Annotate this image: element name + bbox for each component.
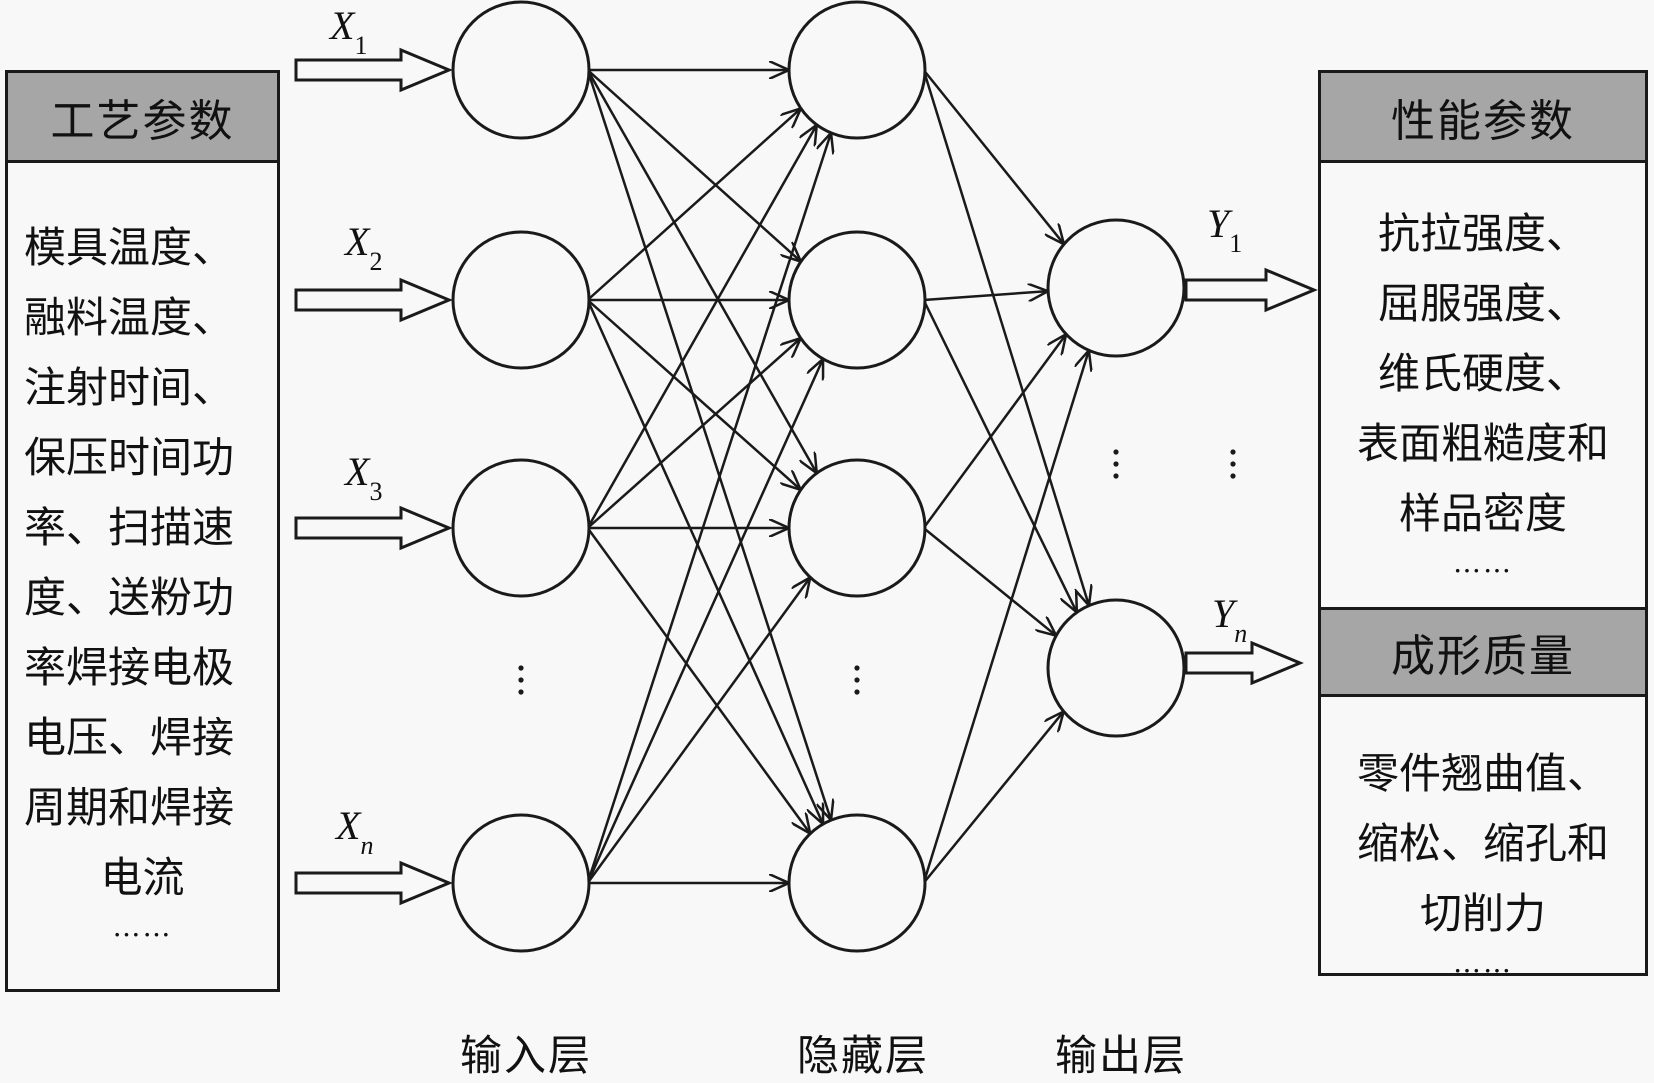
process-parameters-title: 工艺参数 — [50, 95, 235, 147]
dot — [1230, 461, 1236, 467]
edge-input2-hidden4 — [586, 299, 823, 824]
input-node-2 — [451, 230, 591, 370]
input-label-x3: X3 — [345, 449, 383, 506]
edge-hidden3-output1 — [922, 334, 1066, 529]
param-line: 融料温度、 — [24, 293, 235, 342]
edge-input1-hidden4 — [586, 69, 831, 820]
output-layer-ellipsis — [1113, 449, 1119, 479]
dot — [854, 689, 860, 695]
performance-parameters-title: 性能参数 — [1391, 95, 1575, 147]
performance-line: 抗拉强度、 — [1377, 209, 1588, 258]
param-line: 模具温度、 — [24, 223, 235, 272]
edge-input1-hidden3 — [586, 69, 817, 473]
edge-input3-hidden2 — [586, 338, 801, 529]
output-label-yn: Yn — [1212, 591, 1248, 648]
param-line: 电压、焊接 — [24, 713, 235, 762]
edge-hidden1-output2 — [922, 69, 1089, 606]
output-parameters-box: 性能参数 抗拉强度、 屈服强度、 维氏硬度、 表面粗糙度和 样品密度 …… 成形… — [1318, 70, 1648, 977]
hidden-layer-label: 隐藏层 — [797, 1031, 930, 1080]
quality-ellipsis: …… — [1453, 946, 1513, 979]
param-line: 率、扫描速 — [24, 503, 235, 552]
edge-input4-hidden3 — [586, 577, 811, 884]
dot — [1113, 449, 1119, 455]
dot — [854, 665, 860, 671]
hidden-node-4 — [787, 813, 927, 953]
output-layer-label: 输出层 — [1055, 1031, 1188, 1080]
block-arrows-group — [294, 47, 1318, 906]
input-node-4 — [451, 813, 591, 953]
performance-parameters-header: 性能参数 — [1321, 73, 1645, 163]
input-arrow-1-icon — [294, 47, 453, 93]
input-arrow-4-icon — [294, 860, 453, 906]
hidden-layer-ellipsis — [854, 665, 860, 695]
quality-line: 零件翘曲值、 — [1356, 749, 1609, 798]
input-node-3 — [451, 458, 591, 598]
param-line: 周期和焊接 — [24, 783, 235, 832]
edge-input4-hidden2 — [586, 359, 823, 884]
performance-line: 屈服强度、 — [1377, 279, 1588, 328]
edge-input2-hidden1 — [586, 108, 801, 301]
edge-hidden1-output1 — [922, 69, 1064, 244]
process-parameters-list: 模具温度、 融料温度、 注射时间、 保压时间功 率、扫描速 度、送粉功 率焊接电… — [8, 163, 277, 941]
dot — [518, 665, 524, 671]
edge-hidden2-output2 — [922, 299, 1077, 612]
input-arrow-2-icon — [294, 277, 453, 323]
output-label-y1: Y1 — [1207, 201, 1243, 258]
hidden-node-1 — [787, 0, 927, 140]
connections-group — [586, 69, 1089, 884]
ellipsis-dots-group — [518, 449, 1236, 695]
output-arrow-1-icon — [1184, 267, 1318, 313]
dot — [518, 689, 524, 695]
edge-hidden4-output1 — [922, 350, 1089, 884]
dot — [854, 677, 860, 683]
process-parameters-header: 工艺参数 — [8, 73, 277, 163]
dot — [518, 677, 524, 683]
output-node-1 — [1046, 218, 1186, 358]
edge-input3-hidden1 — [586, 125, 817, 529]
output-arrow-n-icon — [1184, 640, 1304, 686]
output-arrow-ellipsis — [1230, 449, 1236, 479]
forming-quality-title: 成形质量 — [1391, 631, 1575, 682]
performance-line: 样品密度 — [1398, 489, 1567, 538]
dot — [1230, 473, 1236, 479]
edge-input1-hidden2 — [586, 69, 801, 262]
input-label-xn: Xn — [336, 803, 374, 860]
param-line: 度、送粉功 — [24, 573, 235, 622]
param-line: 注射时间、 — [24, 363, 235, 412]
performance-line: 表面粗糙度和 — [1356, 419, 1609, 468]
dot — [1113, 461, 1119, 467]
input-layer-label: 输入层 — [460, 1031, 593, 1080]
dot — [1230, 449, 1236, 455]
edge-input3-hidden4 — [586, 527, 811, 834]
edge-hidden3-output2 — [922, 527, 1057, 636]
input-label-x2: X2 — [345, 219, 383, 276]
edge-input2-hidden3 — [586, 299, 801, 490]
param-line: 率焊接电极 — [24, 643, 235, 692]
input-node-1 — [451, 0, 591, 140]
input-arrow-3-icon — [294, 505, 453, 551]
quality-line: 切削力 — [1419, 889, 1546, 938]
process-parameters-box: 工艺参数 模具温度、 融料温度、 注射时间、 保压时间功 率、扫描速 度、送粉功… — [5, 70, 280, 992]
nodes-group — [451, 0, 1186, 953]
performance-ellipsis: …… — [1453, 546, 1513, 579]
input-label-x1: X1 — [330, 3, 368, 60]
edge-input4-hidden1 — [586, 133, 831, 884]
quality-line: 缩松、缩孔和 — [1356, 819, 1609, 868]
hidden-node-3 — [787, 458, 927, 598]
param-line: 电流 — [100, 853, 185, 902]
edge-hidden2-output1 — [923, 291, 1048, 300]
dot — [1113, 473, 1119, 479]
output-node-2 — [1046, 598, 1186, 738]
forming-quality-header: 成形质量 — [1321, 607, 1645, 697]
param-line: 保压时间功 — [24, 433, 235, 482]
performance-line: 维氏硬度、 — [1377, 349, 1588, 398]
hidden-node-2 — [787, 230, 927, 370]
param-ellipsis: …… — [112, 910, 173, 943]
input-layer-ellipsis — [518, 665, 524, 695]
performance-parameters-list: 抗拉强度、 屈服强度、 维氏硬度、 表面粗糙度和 样品密度 …… — [1321, 163, 1645, 607]
edge-hidden4-output2 — [922, 711, 1064, 884]
forming-quality-list: 零件翘曲值、 缩松、缩孔和 切削力 …… — [1321, 697, 1645, 977]
